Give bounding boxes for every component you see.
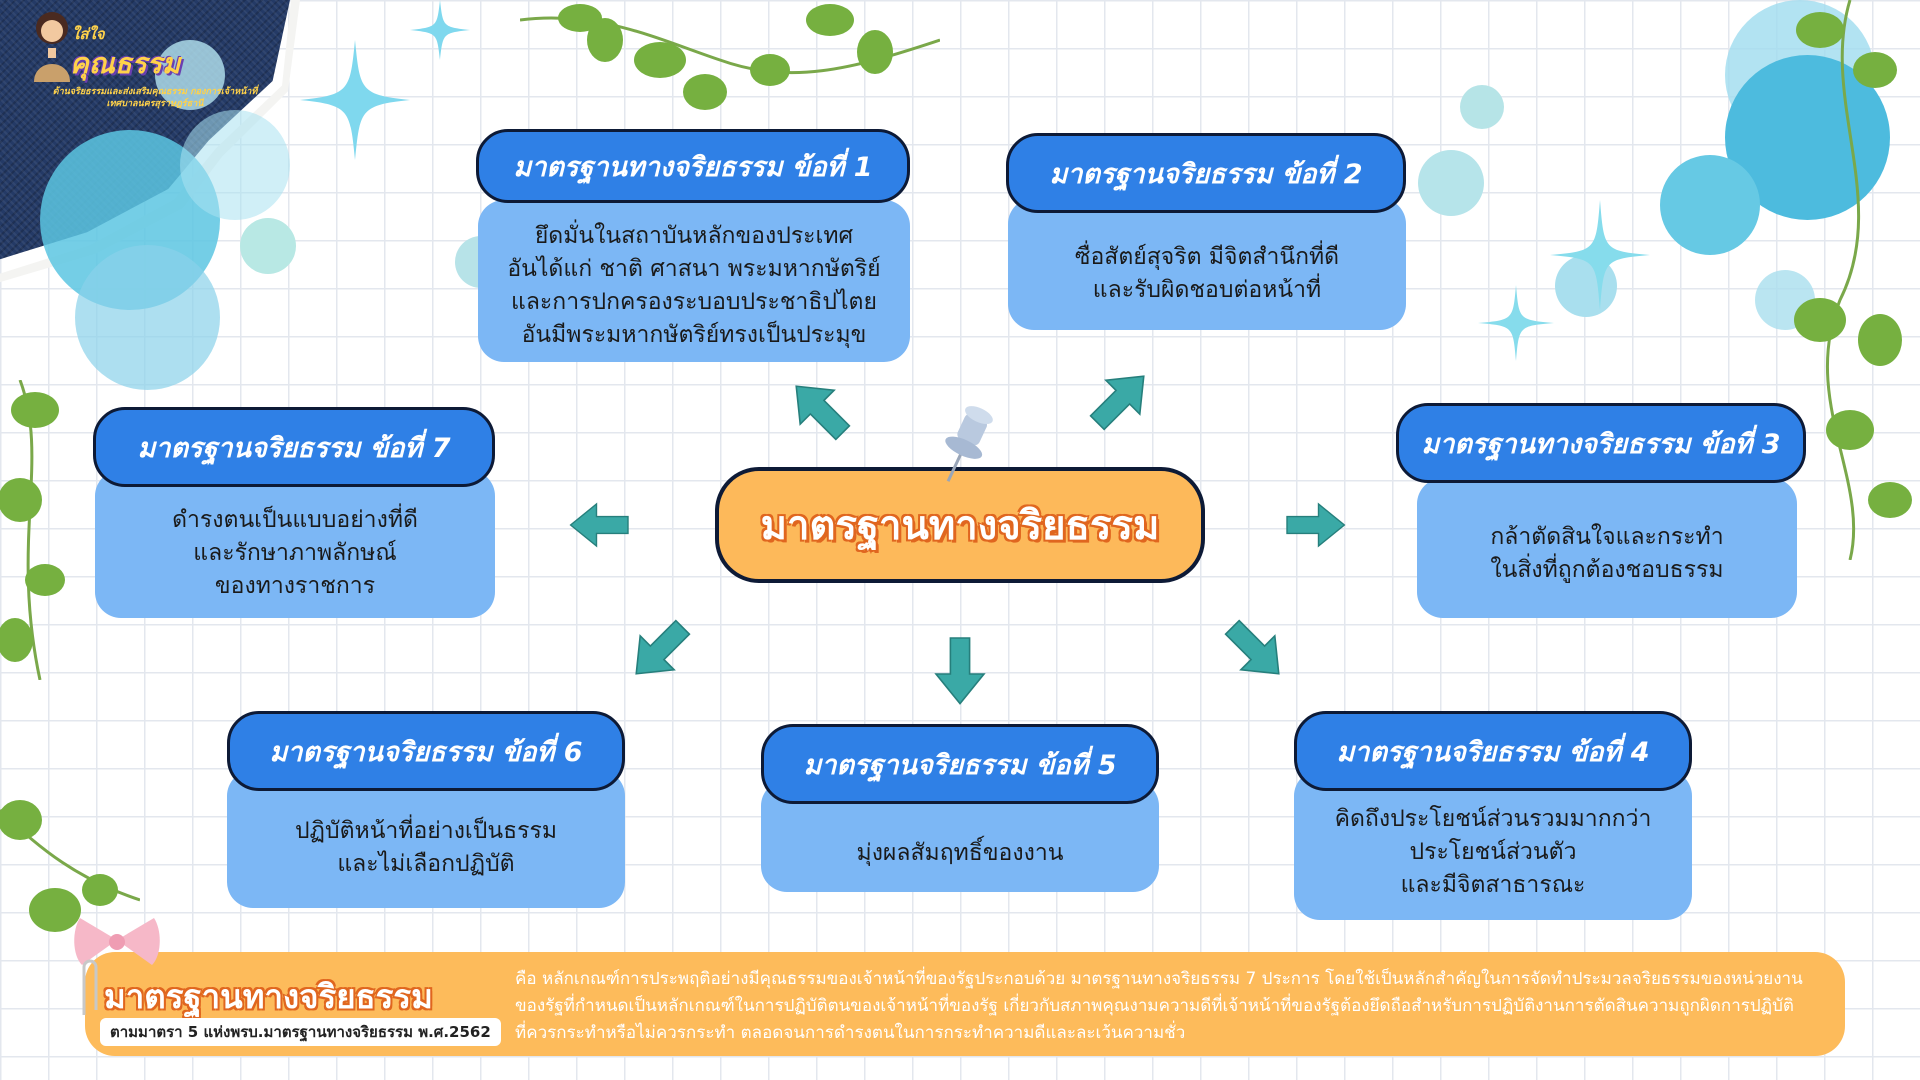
arrow-icon bbox=[934, 637, 986, 705]
standard-2-card: ซื่อสัตย์สุจริต มีจิตสำนึกที่ดี และรับผิ… bbox=[1008, 198, 1406, 330]
standard-7-title: มาตรฐานจริยธรรม ข้อที่ 7 bbox=[93, 407, 495, 487]
standard-4-title: มาตรฐานจริยธรรม ข้อที่ 4 bbox=[1294, 711, 1692, 791]
standard-3-card: กล้าตัดสินใจและกระทำ ในสิ่งที่ถูกต้องชอบ… bbox=[1417, 478, 1797, 618]
arrow-icon bbox=[795, 385, 851, 441]
standard-6-line: และไม่เลือกปฏิบัติ bbox=[337, 851, 515, 877]
mascot-girl-icon bbox=[34, 12, 70, 82]
arrow-icon bbox=[569, 502, 629, 548]
arrow-icon bbox=[635, 619, 691, 675]
sparkle-icon bbox=[1478, 285, 1554, 361]
standard-5-title: มาตรฐานจริยธรรม ข้อที่ 5 bbox=[761, 724, 1159, 804]
banner-title: มาตรฐานทางจริยธรรม bbox=[104, 977, 433, 1016]
standard-6-title: มาตรฐานจริยธรรม ข้อที่ 6 bbox=[227, 711, 625, 791]
decor-circle bbox=[180, 110, 290, 220]
standard-1-line: อันได้แก่ ชาติ ศาสนา พระมหากษัตริย์ bbox=[507, 256, 881, 282]
decor-circle bbox=[75, 245, 220, 390]
standard-1-line: อันมีพระมหากษัตริย์ทรงเป็นประมุข bbox=[521, 322, 867, 348]
standard-2-title: มาตรฐานจริยธรรม ข้อที่ 2 bbox=[1006, 133, 1406, 213]
arrow-icon bbox=[1089, 375, 1145, 431]
standard-7-line: และรักษาภาพลักษณ์ bbox=[193, 539, 397, 566]
paperclip-icon bbox=[82, 959, 98, 1015]
standard-7-card: ดำรงตนเป็นแบบอย่างที่ดี และรักษาภาพลักษณ… bbox=[95, 470, 495, 618]
decor-circle bbox=[1418, 150, 1484, 216]
standard-1-line: ยึดมั่นในสถาบันหลักของประเทศ bbox=[534, 223, 854, 249]
vine-decoration bbox=[0, 800, 140, 932]
standard-7-line: ดำรงตนเป็นแบบอย่างที่ดี bbox=[172, 506, 418, 533]
banner-description: คือ หลักเกณฑ์การประพฤติอย่างมีคุณธรรมของ… bbox=[515, 969, 1803, 1043]
logo-subtitle: ด้านจริยธรรมและส่งเสริมคุณธรรม กองการเจ้… bbox=[52, 87, 258, 110]
arrow-icon bbox=[1224, 619, 1280, 675]
standard-7-line: ของทางราชการ bbox=[214, 572, 376, 599]
standard-3-line: กล้าตัดสินใจและกระทำ bbox=[1490, 524, 1724, 550]
sparkle-icon bbox=[1550, 200, 1650, 310]
decor-circle bbox=[155, 40, 225, 110]
sparkle-icon bbox=[300, 40, 410, 160]
standard-2-line: ซื่อสัตย์สุจริต มีจิตสำนึกที่ดี bbox=[1074, 244, 1340, 270]
logo-title: คุณธรรม bbox=[70, 47, 181, 80]
decor-circle bbox=[1660, 155, 1760, 255]
standard-4-line: และมีจิตสาธารณะ bbox=[1400, 871, 1586, 898]
standard-4-card: คิดถึงประโยชน์ส่วนรวมมากกว่า ประโยชน์ส่ว… bbox=[1294, 770, 1692, 920]
bow-icon bbox=[74, 918, 160, 965]
logo-small-text: ใส่ใจ bbox=[72, 25, 105, 43]
standard-3-line: ในสิ่งที่ถูกต้องชอบธรรม bbox=[1490, 557, 1724, 583]
decor-circle bbox=[1460, 85, 1504, 129]
standard-3-title: มาตรฐานทางจริยธรรม ข้อที่ 3 bbox=[1396, 403, 1806, 483]
vine-decoration bbox=[0, 380, 65, 680]
standard-1-line: และการปกครองระบอบประชาธิปไตย bbox=[511, 289, 877, 315]
standard-4-line: คิดถึงประโยชน์ส่วนรวมมากกว่า bbox=[1334, 805, 1652, 832]
standard-4-line: ประโยชน์ส่วนตัว bbox=[1409, 838, 1577, 865]
standard-5-line: มุ่งผลสัมฤทธิ์ของงาน bbox=[856, 839, 1064, 866]
sparkle-icon bbox=[410, 0, 470, 60]
push-pin-icon bbox=[945, 406, 993, 482]
banner-subtitle: ตามมาตรา 5 แห่งพรบ.มาตรฐานทางจริยธรรม พ.… bbox=[100, 1018, 501, 1046]
standard-2-line: และรับผิดชอบต่อหน้าที่ bbox=[1092, 277, 1322, 303]
arrow-icon bbox=[1286, 502, 1346, 548]
vine-decoration bbox=[520, 4, 940, 110]
decor-circle bbox=[240, 218, 296, 274]
center-title: มาตรฐานทางจริยธรรม bbox=[715, 467, 1205, 583]
vine-decoration bbox=[1794, 0, 1912, 560]
standard-6-card: ปฏิบัติหน้าที่อย่างเป็นธรรม และไม่เลือกป… bbox=[227, 770, 625, 908]
standard-6-line: ปฏิบัติหน้าที่อย่างเป็นธรรม bbox=[294, 818, 558, 844]
standard-1-card: ยึดมั่นในสถาบันหลักของประเทศ อันได้แก่ ช… bbox=[478, 200, 910, 362]
standard-1-title: มาตรฐานทางจริยธรรม ข้อที่ 1 bbox=[476, 129, 910, 203]
